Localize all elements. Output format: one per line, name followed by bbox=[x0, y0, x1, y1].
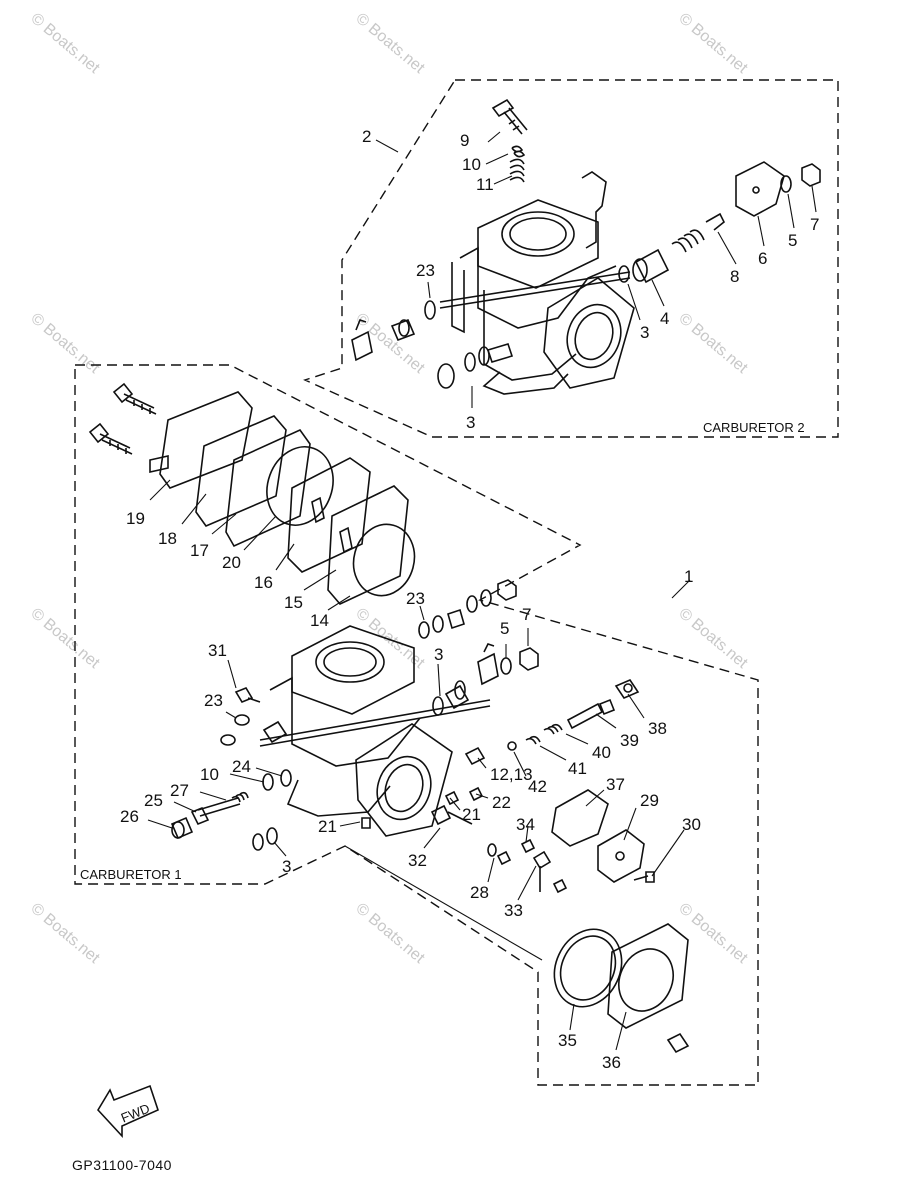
callout-label: 17 bbox=[190, 541, 209, 560]
callout-label: 7 bbox=[810, 215, 819, 234]
watermark: © Boats.net bbox=[352, 605, 428, 672]
watermark: © Boats.net bbox=[27, 900, 103, 967]
callout-label: 29 bbox=[640, 791, 659, 810]
callout-label: 25 bbox=[144, 791, 163, 810]
callout-label: 18 bbox=[158, 529, 177, 548]
callout-label: 3 bbox=[434, 645, 443, 664]
callout-label: 21 bbox=[462, 805, 481, 824]
callout-label: 10 bbox=[200, 765, 219, 784]
callout-label: 19 bbox=[126, 509, 145, 528]
leader-lines bbox=[147, 131, 817, 1051]
watermark: © Boats.net bbox=[352, 10, 428, 77]
callout-label: 28 bbox=[470, 883, 489, 902]
callout-label: 39 bbox=[620, 731, 639, 750]
callout-label: 33 bbox=[504, 901, 523, 920]
callout-label: 34 bbox=[516, 815, 535, 834]
carburetor-2-boundary bbox=[303, 79, 839, 438]
callout-label: 5 bbox=[500, 619, 509, 638]
carburetor-1-parts bbox=[88, 382, 690, 1054]
callout-label: 6 bbox=[758, 249, 767, 268]
callout-label: 40 bbox=[592, 743, 611, 762]
callout-label: 8 bbox=[730, 267, 739, 286]
watermark: © Boats.net bbox=[27, 605, 103, 672]
fwd-arrow-icon: FWD bbox=[97, 1084, 159, 1139]
carburetor-1-boundary bbox=[74, 364, 759, 1086]
callout-label: 11 bbox=[476, 175, 494, 194]
callout-label: 3 bbox=[640, 323, 649, 342]
callout-labels: 2 9 10 11 23 3 3 4 8 6 5 7 19 18 17 20 1… bbox=[120, 127, 819, 1072]
watermark: © Boats.net bbox=[27, 10, 103, 77]
callout-label: 3 bbox=[282, 857, 291, 876]
callout-label: 23 bbox=[406, 589, 425, 608]
callout-label: 16 bbox=[254, 573, 273, 592]
fwd-label: FWD bbox=[119, 1101, 152, 1126]
callout-label: 1 bbox=[684, 567, 693, 586]
callout-label: 37 bbox=[606, 775, 625, 794]
callout-label: 30 bbox=[682, 815, 701, 834]
callout-label: 5 bbox=[788, 231, 797, 250]
callout-label: 14 bbox=[310, 611, 329, 630]
callout-label: 27 bbox=[170, 781, 189, 800]
callout-label: 4 bbox=[660, 309, 669, 328]
callout-label: 32 bbox=[408, 851, 427, 870]
callout-label: 24 bbox=[232, 757, 251, 776]
callout-label: 15 bbox=[284, 593, 303, 612]
carburetor-1-label: CARBURETOR 1 bbox=[80, 867, 182, 882]
watermark: © Boats.net bbox=[352, 310, 428, 377]
callout-label: 42 bbox=[528, 777, 547, 796]
callout-label: 41 bbox=[568, 759, 587, 778]
watermark: © Boats.net bbox=[675, 310, 751, 377]
drawing-code: GP31100-7040 bbox=[72, 1157, 172, 1173]
callout-label: 23 bbox=[204, 691, 223, 710]
callout-label: 20 bbox=[222, 553, 241, 572]
callout-label: 35 bbox=[558, 1031, 577, 1050]
callout-label: 3 bbox=[466, 413, 475, 432]
carburetor-2-label: CARBURETOR 2 bbox=[703, 420, 805, 435]
watermark: © Boats.net bbox=[675, 10, 751, 77]
callout-label: 36 bbox=[602, 1053, 621, 1072]
callout-label: 10 bbox=[462, 155, 481, 174]
carburetor-2-parts bbox=[351, 98, 821, 395]
callout-label: 9 bbox=[460, 131, 469, 150]
callout-label: 38 bbox=[648, 719, 667, 738]
callout-label: 22 bbox=[492, 793, 511, 812]
watermark: © Boats.net bbox=[675, 605, 751, 672]
callout-label: 26 bbox=[120, 807, 139, 826]
callout-label: 21 bbox=[318, 817, 337, 836]
watermark: © Boats.net bbox=[27, 310, 103, 377]
callout-label: 23 bbox=[416, 261, 435, 280]
callout-label: 2 bbox=[362, 127, 371, 146]
callout-label: 12,13 bbox=[490, 765, 533, 784]
callout-label: 31 bbox=[208, 641, 227, 660]
watermark: © Boats.net bbox=[352, 900, 428, 967]
callout-label: 7 bbox=[522, 605, 531, 624]
